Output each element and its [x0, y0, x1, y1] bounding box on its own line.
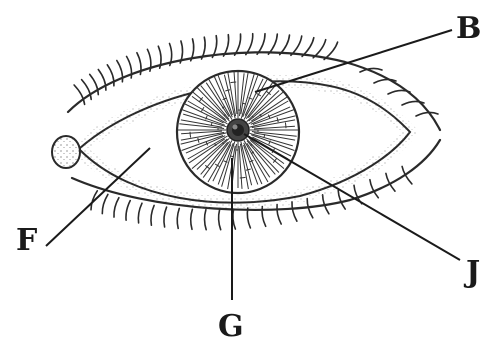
label-G: G [218, 309, 244, 344]
eyelash [138, 203, 142, 223]
label-B: B [456, 11, 481, 46]
iris-crypt [285, 123, 286, 129]
eyelash [277, 205, 281, 225]
leader-line-B [255, 30, 452, 92]
eyelash [370, 180, 378, 198]
eyelash [205, 210, 207, 230]
eyelash [177, 208, 179, 228]
eyelash [102, 194, 108, 213]
eyelash [114, 198, 119, 217]
eyelash [164, 207, 167, 227]
label-F: F [16, 223, 37, 258]
eyelash [292, 202, 297, 221]
iris-crypt [190, 132, 191, 138]
eyelash [151, 205, 154, 225]
pupil [227, 119, 249, 141]
eyelash [233, 209, 236, 229]
iris-crypt [231, 82, 237, 83]
eyelash [247, 208, 250, 228]
eyelash [268, 34, 277, 54]
eyelash [219, 210, 221, 230]
eyelash [416, 112, 438, 116]
eyelash [291, 36, 302, 55]
eyelash [280, 35, 290, 55]
eyelash [191, 209, 193, 229]
iris-crypt [240, 177, 246, 178]
eyelash [126, 201, 130, 221]
caruncle [52, 136, 80, 168]
label-J: J [463, 255, 480, 290]
